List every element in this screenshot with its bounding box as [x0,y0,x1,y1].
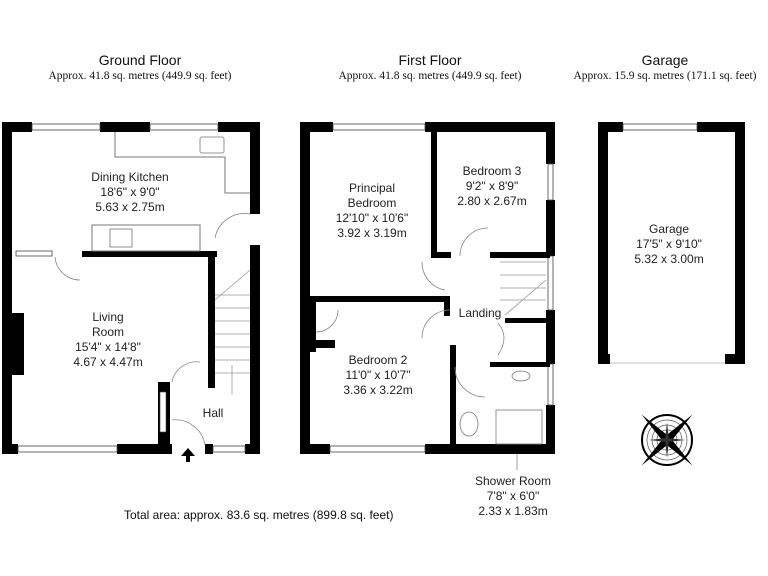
svg-text:12'10" x 10'6": 12'10" x 10'6" [336,211,409,225]
svg-text:3.92 x 3.19m: 3.92 x 3.19m [337,226,406,240]
svg-text:Dining Kitchen: Dining Kitchen [91,170,168,184]
svg-text:17'5" x 9'10": 17'5" x 9'10" [636,237,702,251]
svg-text:2.33 x 1.83m: 2.33 x 1.83m [478,504,547,518]
svg-text:Room: Room [92,325,124,339]
svg-text:Landing: Landing [459,306,502,320]
garage-header: Garage Approx. 15.9 sq. metres (171.1 sq… [560,52,768,82]
svg-text:3.36 x 3.22m: 3.36 x 3.22m [343,383,412,397]
svg-text:Principal: Principal [349,181,395,195]
svg-text:2.80 x 2.67m: 2.80 x 2.67m [457,194,526,208]
garage-area: Approx. 15.9 sq. metres (171.1 sq. feet) [573,70,757,82]
ground-floor-plan: Dining Kitchen 18'6" x 9'0" 5.63 x 2.75m… [2,122,260,462]
svg-text:Garage: Garage [649,222,689,236]
svg-text:Shower Room: Shower Room [475,474,551,488]
ground-floor-area: Approx. 41.8 sq. metres (449.9 sq. feet) [48,70,232,82]
first-floor-header: First Floor Approx. 41.8 sq. metres (449… [310,52,550,82]
compass-rose-icon [641,414,693,466]
garage-plan: Garage 17'5" x 9'10" 5.32 x 3.00m [598,122,745,364]
garage-title: Garage [641,52,689,68]
entrance-arrow-icon [181,448,195,462]
svg-text:5.63 x 2.75m: 5.63 x 2.75m [95,200,164,214]
total-area: Total area: approx. 83.6 sq. metres (899… [124,508,394,522]
ground-floor-header: Ground Floor Approx. 41.8 sq. metres (44… [20,52,260,82]
svg-text:4.67 x 4.47m: 4.67 x 4.47m [73,355,142,369]
first-floor-area: Approx. 41.8 sq. metres (449.9 sq. feet) [338,70,522,82]
svg-text:Bedroom: Bedroom [348,196,397,210]
svg-text:Bedroom 2: Bedroom 2 [349,353,408,367]
svg-text:5.32 x 3.00m: 5.32 x 3.00m [634,252,703,266]
svg-text:Living: Living [92,310,123,324]
first-floor-title: First Floor [398,52,462,68]
ground-floor-title: Ground Floor [98,52,182,68]
svg-text:11'0" x 10'7": 11'0" x 10'7" [346,368,411,382]
svg-text:Hall: Hall [203,406,224,420]
first-floor-plan: Principal Bedroom 12'10" x 10'6" 3.92 x … [300,122,555,518]
svg-text:7'8" x 6'0": 7'8" x 6'0" [487,489,539,503]
svg-text:15'4" x 14'8": 15'4" x 14'8" [75,340,141,354]
svg-text:9'2" x 8'9": 9'2" x 8'9" [466,179,518,193]
svg-text:Bedroom 3: Bedroom 3 [463,164,522,178]
svg-text:18'6" x 9'0": 18'6" x 9'0" [100,185,159,199]
